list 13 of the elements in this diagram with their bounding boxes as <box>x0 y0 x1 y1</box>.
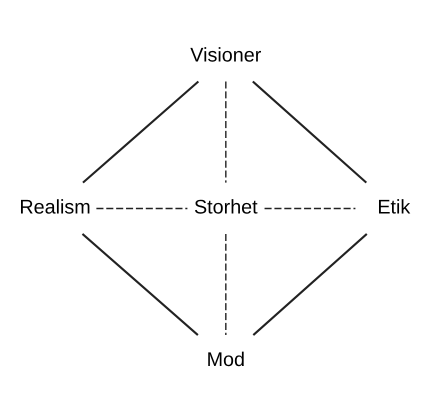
node-text: Etik <box>377 196 410 218</box>
connector <box>252 80 368 183</box>
connector <box>82 80 200 183</box>
connector <box>264 207 356 209</box>
connector <box>252 232 368 336</box>
connector <box>225 81 227 182</box>
connector <box>225 233 227 335</box>
connector <box>96 207 188 209</box>
node-text: Mod <box>206 348 246 371</box>
node-text: Storhet <box>194 196 258 218</box>
connector <box>82 232 199 336</box>
node-text: Realism <box>19 196 91 218</box>
node-text: Visioner <box>190 44 262 66</box>
